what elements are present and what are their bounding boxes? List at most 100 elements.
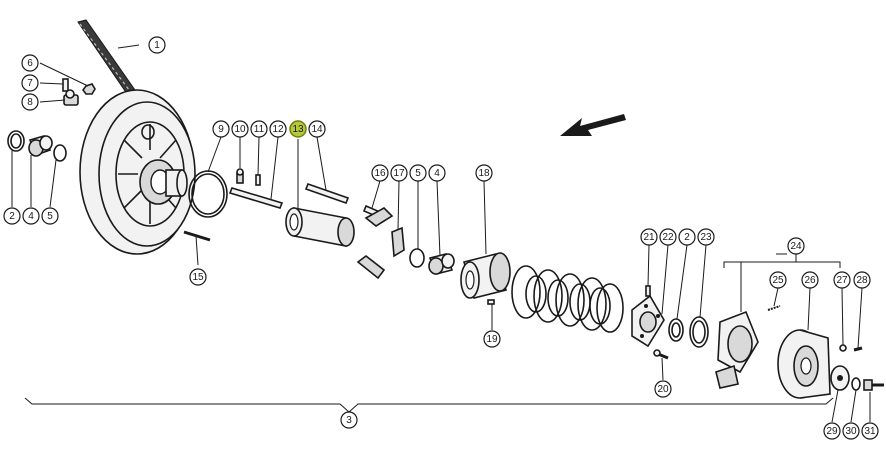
washer-30: [851, 377, 861, 391]
callout-3: 3: [340, 411, 358, 429]
clip-25: [767, 305, 781, 311]
shoe-17-middle: [391, 226, 405, 258]
callout-circle: [640, 228, 658, 246]
callout-number: 5: [47, 211, 53, 222]
callout-circle: [250, 120, 268, 138]
callout-circle: [823, 422, 841, 440]
callout-circle: [787, 237, 805, 255]
callout-1: 1: [148, 36, 166, 54]
callout-circle: [340, 411, 358, 429]
callout-22: 22: [659, 228, 677, 246]
callout-circle: [659, 228, 677, 246]
callout-number: 4: [434, 168, 440, 179]
callout-circle: [861, 422, 879, 440]
callout-circle: [654, 380, 672, 398]
pin-7: [62, 78, 69, 92]
callout-31: 31: [861, 422, 879, 440]
callout-number: 2: [684, 232, 690, 243]
callout-14: 14: [308, 120, 326, 138]
bearing-18: [460, 252, 511, 305]
callout-number: 21: [643, 232, 655, 243]
callout-circle: [212, 120, 230, 138]
callout-circle: [409, 164, 427, 182]
callout-number: 14: [311, 124, 323, 135]
leader-lines: [11, 44, 871, 423]
washer-27: [839, 344, 847, 352]
callout-circle: [21, 74, 39, 92]
callout-24: 24: [787, 237, 805, 255]
callout-number: 26: [804, 275, 816, 286]
callout-circle: [231, 120, 249, 138]
callout-15: 15: [189, 268, 207, 286]
callout-circle: [22, 207, 40, 225]
callout-circle: [269, 120, 287, 138]
callout-number: 19: [486, 334, 498, 345]
large-pulley: [79, 89, 196, 255]
callout-number: 2: [9, 211, 15, 222]
spring-inner: [525, 275, 611, 325]
callout-5: 5: [41, 207, 59, 225]
callout-circle: [483, 330, 501, 348]
callout-circle: [769, 271, 787, 289]
callout-27: 27: [833, 271, 851, 289]
pin-15: [183, 230, 211, 242]
callout-circle: [428, 164, 446, 182]
callout-circle: [697, 228, 715, 246]
callout-circle: [21, 54, 39, 72]
callout-25: 25: [769, 271, 787, 289]
sleeve-13: [285, 207, 355, 247]
hub-flange-22: [631, 294, 665, 348]
callout-number: 27: [836, 275, 848, 286]
nut-6: [82, 83, 96, 95]
shoe-17-lower: [356, 254, 386, 280]
callout-number: 1: [154, 40, 160, 51]
callout-23: 23: [697, 228, 715, 246]
callout-30: 30: [842, 422, 860, 440]
key-12: [228, 187, 284, 209]
callout-19: 19: [483, 330, 501, 348]
callout-number: 16: [374, 168, 386, 179]
shaft-14: [304, 182, 350, 205]
callout-number: 10: [234, 124, 246, 135]
callout-9: 9: [212, 120, 230, 138]
callout-number: 6: [27, 58, 33, 69]
callout-2: 2: [3, 207, 21, 225]
callout-16: 16: [371, 164, 389, 182]
callout-28: 28: [853, 271, 871, 289]
callout-circle: [189, 268, 207, 286]
callout-circle: [21, 93, 39, 111]
callout-number: 9: [218, 124, 224, 135]
callout-18: 18: [475, 164, 493, 182]
clutch-drum-26: [777, 329, 831, 399]
snap-ring-9: [188, 170, 228, 218]
callout-circle: [3, 207, 21, 225]
callout-circle: [853, 271, 871, 289]
callout-7: 7: [21, 74, 39, 92]
callout-circle: [371, 164, 389, 182]
callout-circle: [678, 228, 696, 246]
ring-23: [689, 316, 709, 348]
callout-circle: [148, 36, 166, 54]
callout-number: 28: [856, 275, 868, 286]
callout-number: 20: [657, 384, 669, 395]
bolt-28: [853, 346, 863, 352]
callout-number: 25: [772, 275, 784, 286]
pin-11: [255, 174, 261, 186]
callout-21: 21: [640, 228, 658, 246]
callout-13: 13: [289, 120, 307, 138]
callout-2: 2: [678, 228, 696, 246]
callout-number: 18: [478, 168, 490, 179]
callout-number: 23: [700, 232, 712, 243]
callout-number: 7: [27, 78, 33, 89]
callout-number: 22: [662, 232, 674, 243]
callout-26: 26: [801, 271, 819, 289]
callout-17: 17: [390, 164, 408, 182]
callout-circle: [833, 271, 851, 289]
callout-circle: [308, 120, 326, 138]
ring-2-right: [668, 318, 684, 342]
callout-number: 13: [292, 124, 304, 135]
callout-number: 4: [28, 211, 34, 222]
callout-8: 8: [21, 93, 39, 111]
callout-12: 12: [269, 120, 287, 138]
